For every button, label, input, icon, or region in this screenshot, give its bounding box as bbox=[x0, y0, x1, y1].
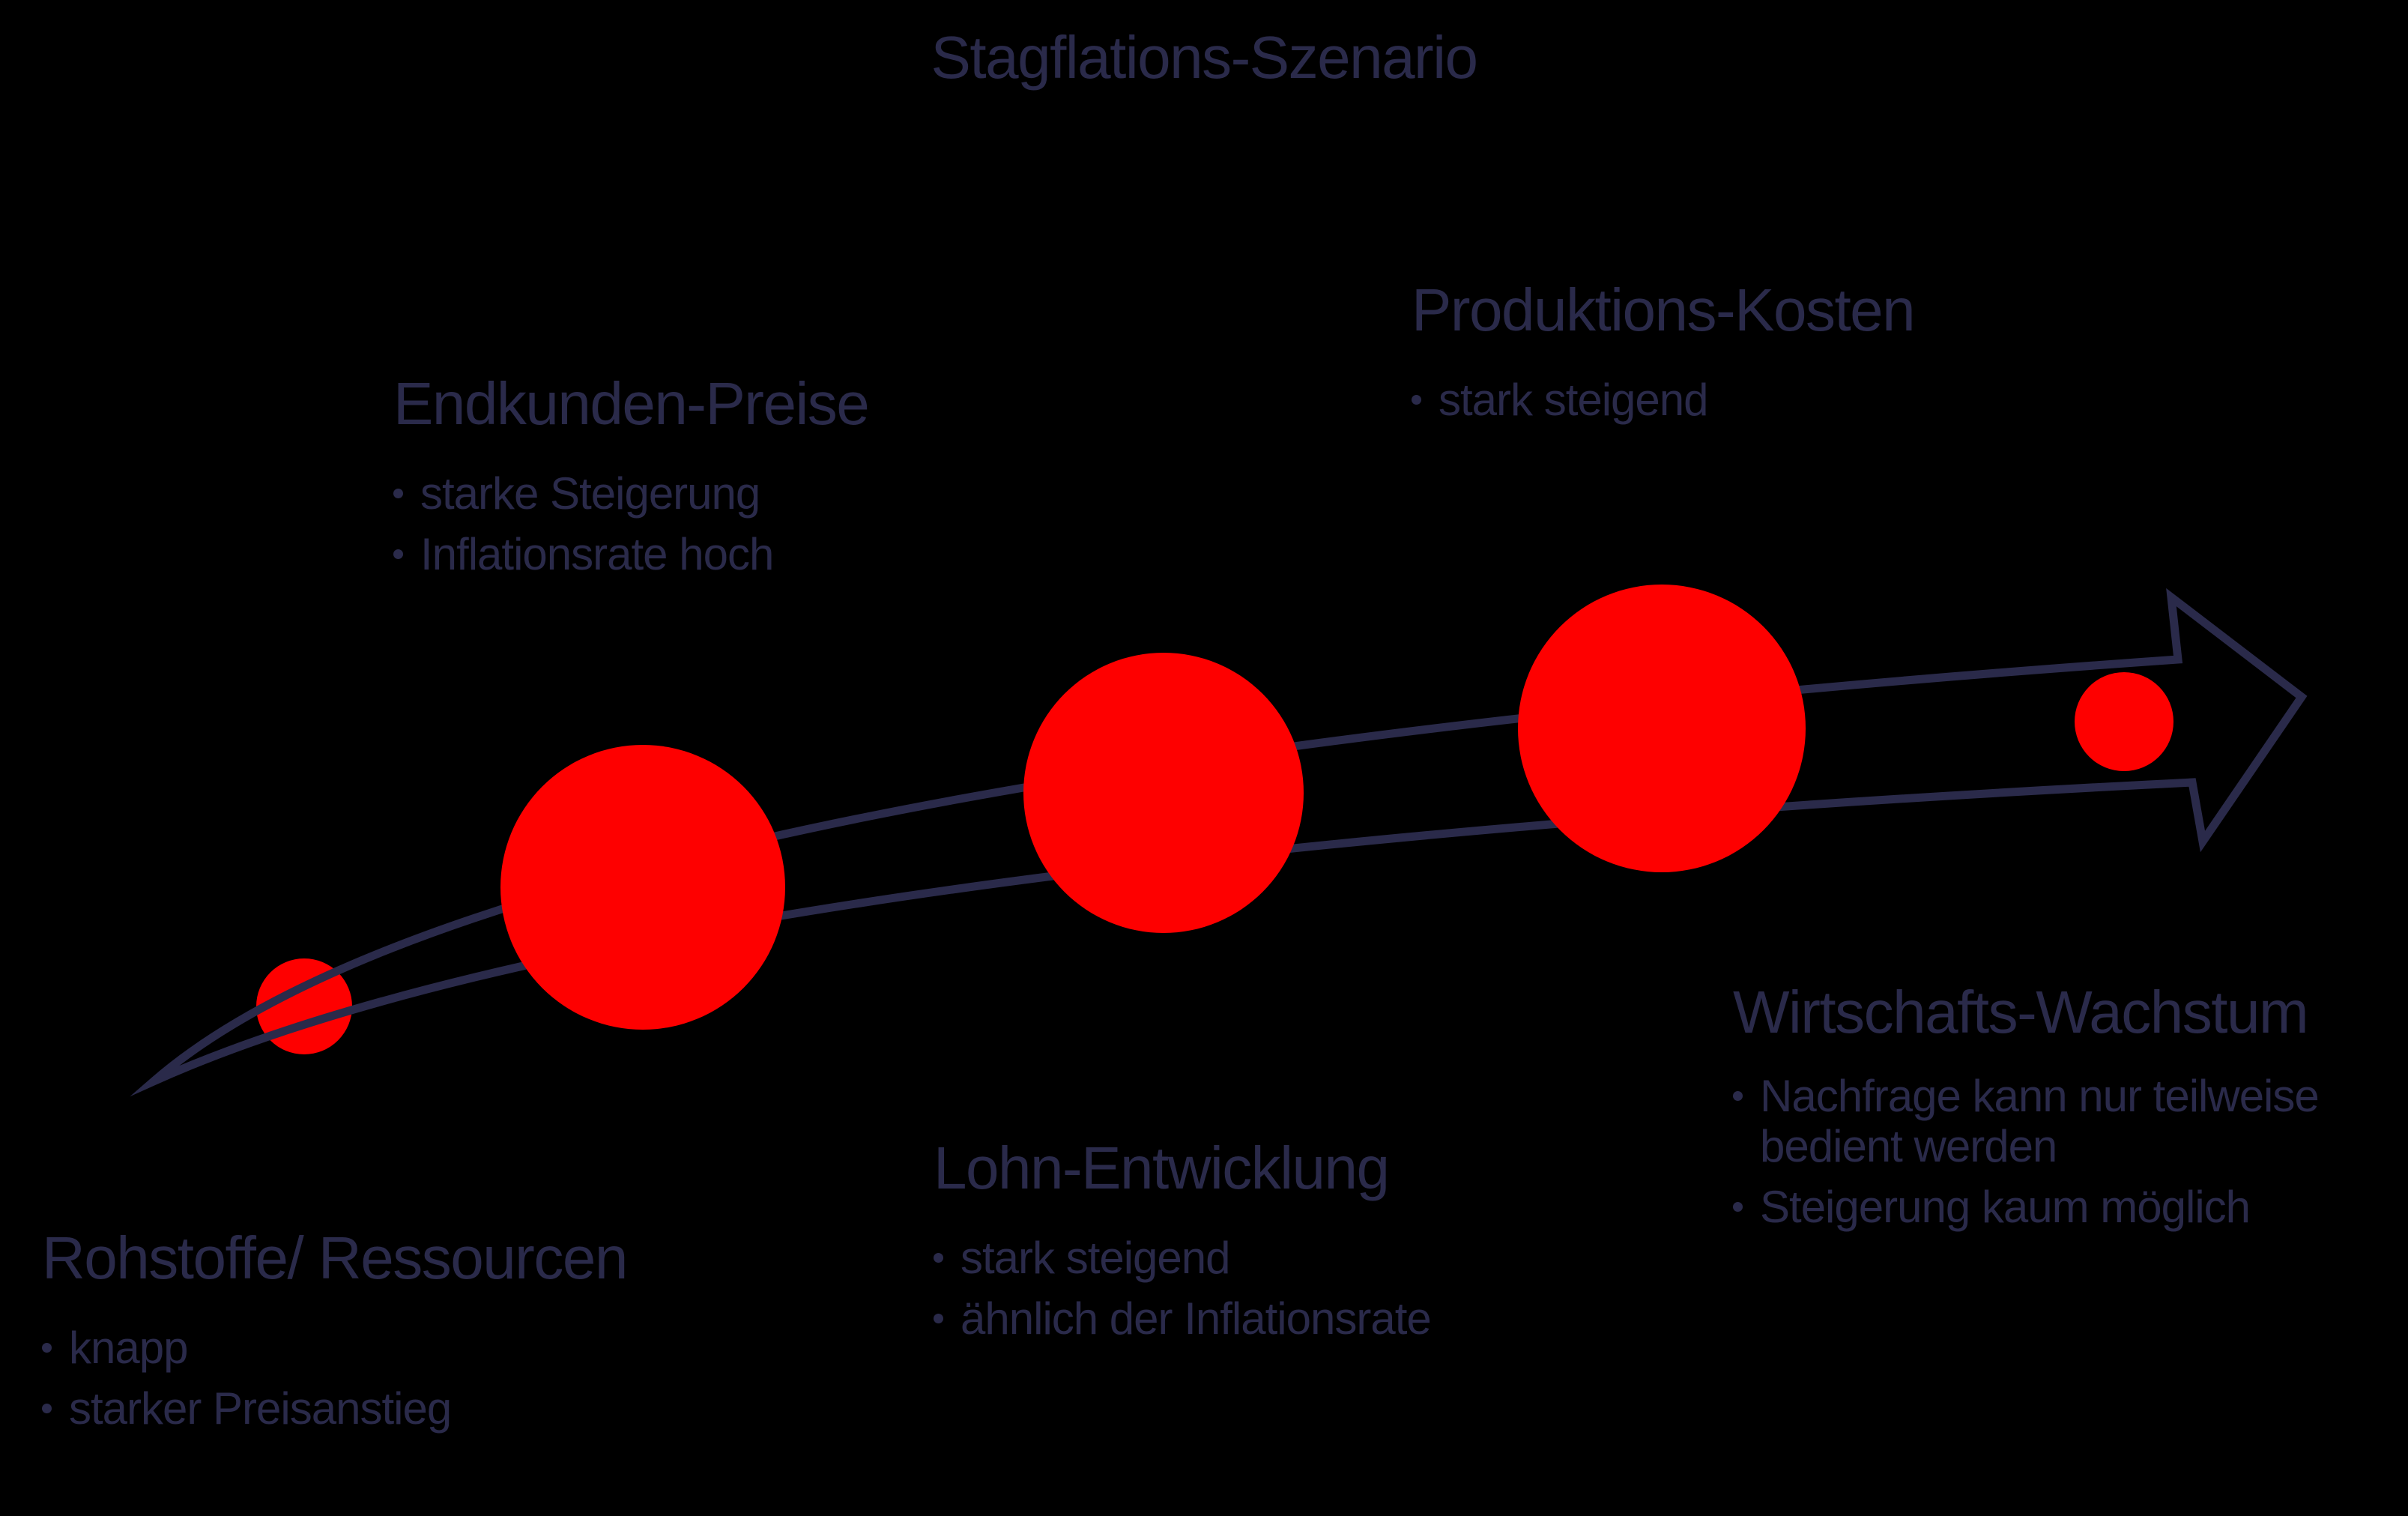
bullet-text-line: bedient werden bbox=[1760, 1121, 2057, 1171]
card-heading: Lohn-Entwicklung bbox=[934, 1135, 1390, 1201]
bullet-dot-icon bbox=[42, 1343, 52, 1353]
bullet-list: starke Steigerung Inflationsrate hoch bbox=[393, 468, 868, 579]
bullet-text: starker Preisanstieg bbox=[69, 1383, 452, 1434]
bullet-dot-icon bbox=[1733, 1091, 1743, 1101]
bullet-item: Inflationsrate hoch bbox=[393, 529, 868, 579]
bullet-item: stark steigend bbox=[934, 1233, 1431, 1283]
bullet-text: knapp bbox=[69, 1323, 188, 1373]
bullet-text-line: Nachfrage kann nur teilweise bbox=[1760, 1071, 2320, 1121]
bullet-dot-icon bbox=[934, 1253, 943, 1263]
bullet-text: Steigerung kaum möglich bbox=[1760, 1182, 2251, 1232]
bullet-item: ähnlich der Inflationsrate bbox=[934, 1293, 1432, 1344]
stage-circle-2 bbox=[500, 745, 785, 1030]
stage-circle-5 bbox=[2075, 672, 2173, 771]
card-rohstoffe-ressourcen: Rohstoffe/ Ressourcen knapp starker Prei… bbox=[42, 1224, 628, 1444]
card-lohn-entwicklung: Lohn-Entwicklung stark steigend ähnlich … bbox=[934, 1135, 1432, 1354]
bullet-list: stark steigend bbox=[1412, 375, 1914, 425]
bullet-dot-icon bbox=[42, 1404, 52, 1413]
bullet-dot-icon bbox=[393, 549, 403, 559]
bullet-dot-icon bbox=[934, 1314, 943, 1323]
bullet-item: Steigerung kaum möglich bbox=[1733, 1182, 2319, 1232]
card-endkunden-preise: Endkunden-Preise starke Steigerung Infla… bbox=[393, 370, 870, 590]
bullet-dot-icon bbox=[1412, 395, 1421, 405]
bullet-list: stark steigend ähnlich der Inflationsrat… bbox=[934, 1233, 1432, 1344]
card-heading: Produktions-Kosten bbox=[1412, 277, 1916, 343]
bullet-item: knapp bbox=[42, 1323, 627, 1373]
bullet-item: starker Preisanstieg bbox=[42, 1383, 627, 1434]
bullet-item: starke Steigerung bbox=[393, 468, 868, 519]
bullet-dot-icon bbox=[393, 489, 403, 498]
bullet-text: ähnlich der Inflationsrate bbox=[961, 1293, 1432, 1344]
card-wirtschafts-wachstum: Wirtschafts-Wachstum Nachfrage kann nur … bbox=[1733, 979, 2320, 1242]
stage-circle-3 bbox=[1023, 653, 1304, 933]
bullet-text: stark steigend bbox=[961, 1233, 1231, 1283]
card-heading: Rohstoffe/ Ressourcen bbox=[42, 1224, 628, 1291]
stage-circle-4 bbox=[1518, 585, 1806, 872]
card-heading: Wirtschafts-Wachstum bbox=[1733, 979, 2309, 1045]
bullet-list: knapp starker Preisanstieg bbox=[42, 1323, 627, 1434]
bullet-text: stark steigend bbox=[1439, 375, 1709, 425]
bullet-item: stark steigend bbox=[1412, 375, 1914, 425]
bullet-text: Inflationsrate hoch bbox=[420, 529, 774, 579]
page-title: Stagflations-Szenario bbox=[931, 24, 1478, 91]
bullet-text: starke Steigerung bbox=[420, 468, 760, 519]
card-heading: Endkunden-Preise bbox=[393, 370, 870, 437]
card-produktions-kosten: Produktions-Kosten stark steigend bbox=[1412, 277, 1916, 435]
bullet-dot-icon bbox=[1733, 1202, 1743, 1212]
